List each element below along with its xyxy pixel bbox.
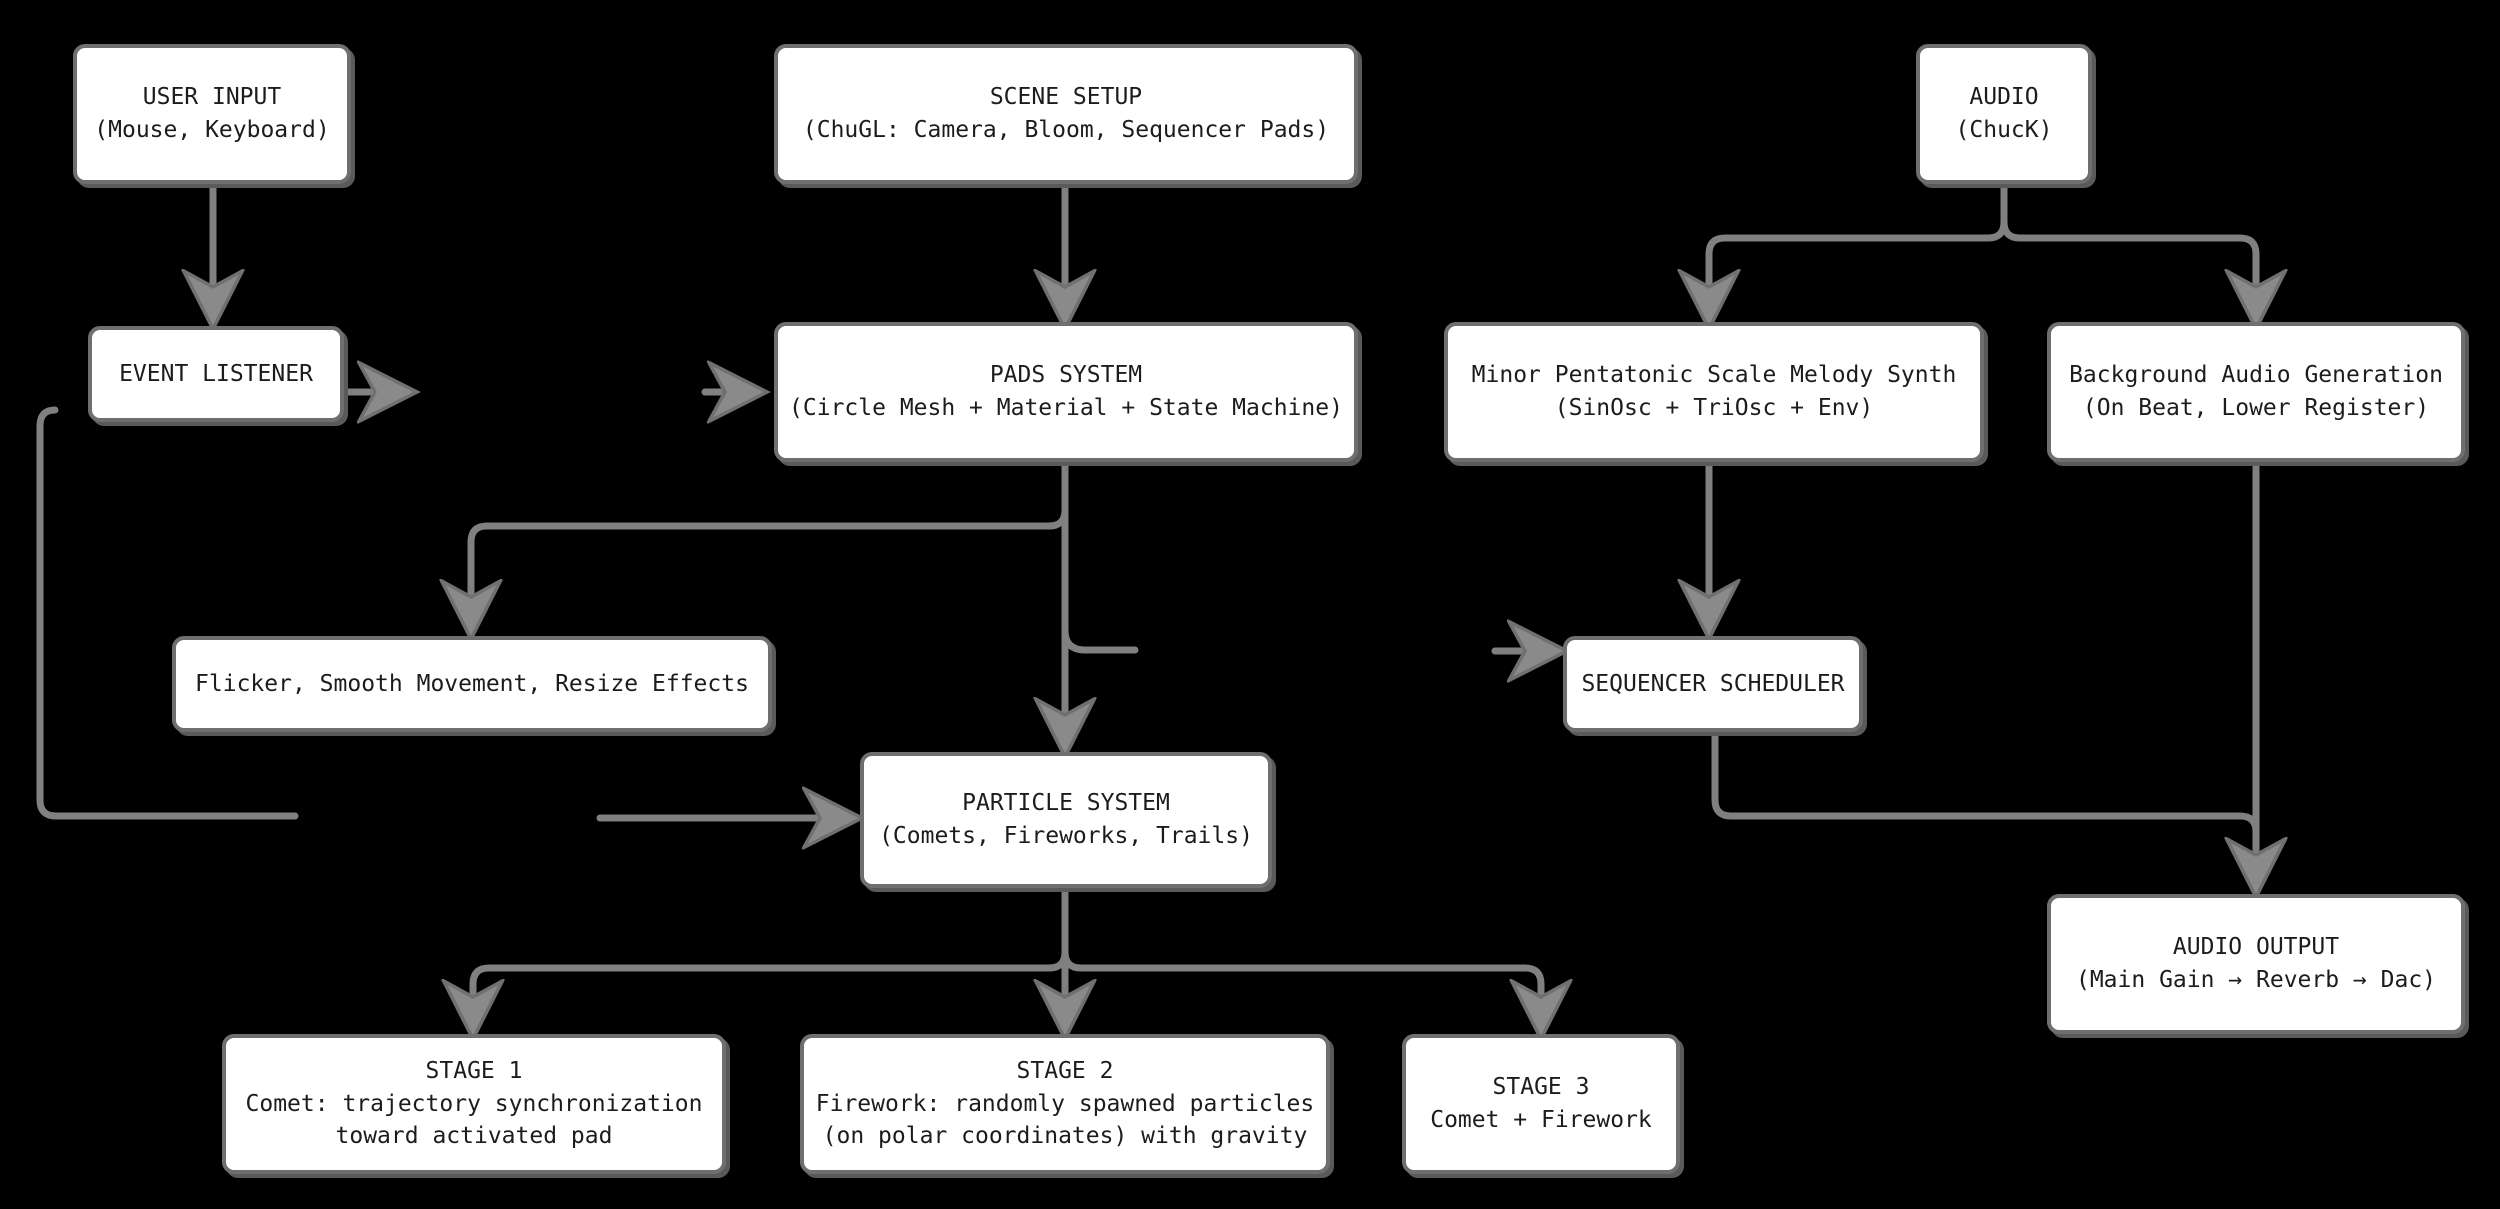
node-effects-label: Flicker, Smooth Movement, Resize Effects: [195, 670, 749, 697]
node-melody-synth[interactable]: Minor Pentatonic Scale Melody Synth (Sin…: [1444, 322, 1984, 462]
node-particle-system-line2: (Comets, Fireworks, Trails): [879, 823, 1253, 849]
node-stage3[interactable]: STAGE 3 Comet + Firework: [1402, 1034, 1680, 1174]
edge-audio-to-background-audio: [2000, 178, 2256, 322]
node-user-input[interactable]: USER INPUT (Mouse, Keyboard): [73, 44, 351, 184]
node-user-input-line1: USER INPUT: [142, 84, 282, 111]
node-stage1[interactable]: STAGE 1 Comet: trajectory synchronizatio…: [222, 1034, 726, 1174]
node-audio-line2: (ChucK): [1955, 117, 2053, 143]
node-stage3-line1: STAGE 3: [1492, 1074, 1590, 1101]
edge-particle-system-to-stage1: [473, 884, 1069, 1032]
node-stage1-line2: Comet: trajectory synchronization: [245, 1090, 703, 1117]
node-stage2-line2: Firework: randomly spawned particles: [815, 1090, 1315, 1117]
node-audio-output-line2: (Main Gain → Reverb → Dac): [2075, 967, 2437, 993]
node-background-audio-line2: (On Beat, Lower Register): [2082, 395, 2430, 421]
node-scene-setup-line1: SCENE SETUP: [989, 84, 1143, 111]
node-audio-output[interactable]: AUDIO OUTPUT (Main Gain → Reverb → Dac): [2047, 894, 2465, 1034]
node-background-audio[interactable]: Background Audio Generation (On Beat, Lo…: [2047, 322, 2465, 462]
node-scene-setup[interactable]: SCENE SETUP (ChuGL: Camera, Bloom, Seque…: [774, 44, 1358, 184]
node-background-audio-line1: Background Audio Generation: [2069, 362, 2443, 389]
node-pads-system[interactable]: PADS SYSTEM (Circle Mesh + Material + St…: [774, 322, 1358, 462]
edge-audio-to-melody-synth: [1709, 178, 2008, 322]
node-stage1-line1: STAGE 1: [425, 1058, 523, 1085]
node-stage2-line3: (on polar coordinates) with gravity: [822, 1123, 1308, 1150]
node-event-listener-label: EVENT LISTENER: [119, 360, 313, 387]
node-pads-system-line2: (Circle Mesh + Material + State Machine): [789, 395, 1343, 421]
edge-pads-system-side-stub: [1061, 626, 1139, 654]
edge-particle-system-to-stage3: [1061, 884, 1541, 1032]
node-effects[interactable]: Flicker, Smooth Movement, Resize Effects: [172, 636, 772, 732]
node-audio-line1: AUDIO: [1969, 84, 2039, 111]
edge-event-listener-to-particle-system: [36, 406, 299, 820]
node-sequencer-scheduler[interactable]: SEQUENCER SCHEDULER: [1563, 636, 1863, 732]
node-pads-system-line1: PADS SYSTEM: [989, 362, 1143, 389]
node-event-listener[interactable]: EVENT LISTENER: [88, 326, 344, 422]
node-particle-system[interactable]: PARTICLE SYSTEM (Comets, Fireworks, Trai…: [860, 752, 1272, 888]
node-audio-output-line1: AUDIO OUTPUT: [2172, 934, 2340, 961]
node-sequencer-scheduler-label: SEQUENCER SCHEDULER: [1581, 670, 1845, 697]
node-particle-system-line1: PARTICLE SYSTEM: [962, 790, 1170, 817]
edge-pads-system-to-effects: [471, 458, 1069, 632]
node-stage3-line2: Comet + Firework: [1430, 1107, 1652, 1133]
node-user-input-line2: (Mouse, Keyboard): [94, 117, 330, 143]
node-scene-setup-line2: (ChuGL: Camera, Bloom, Sequencer Pads): [802, 117, 1330, 143]
node-melody-synth-line1: Minor Pentatonic Scale Melody Synth: [1471, 362, 1957, 389]
node-melody-synth-line2: (SinOsc + TriOsc + Env): [1554, 395, 1874, 421]
node-stage1-line3: toward activated pad: [335, 1123, 613, 1150]
node-stage2-line1: STAGE 2: [1016, 1058, 1114, 1085]
node-audio[interactable]: AUDIO (ChucK): [1916, 44, 2092, 184]
node-stage2[interactable]: STAGE 2 Firework: randomly spawned parti…: [800, 1034, 1330, 1174]
